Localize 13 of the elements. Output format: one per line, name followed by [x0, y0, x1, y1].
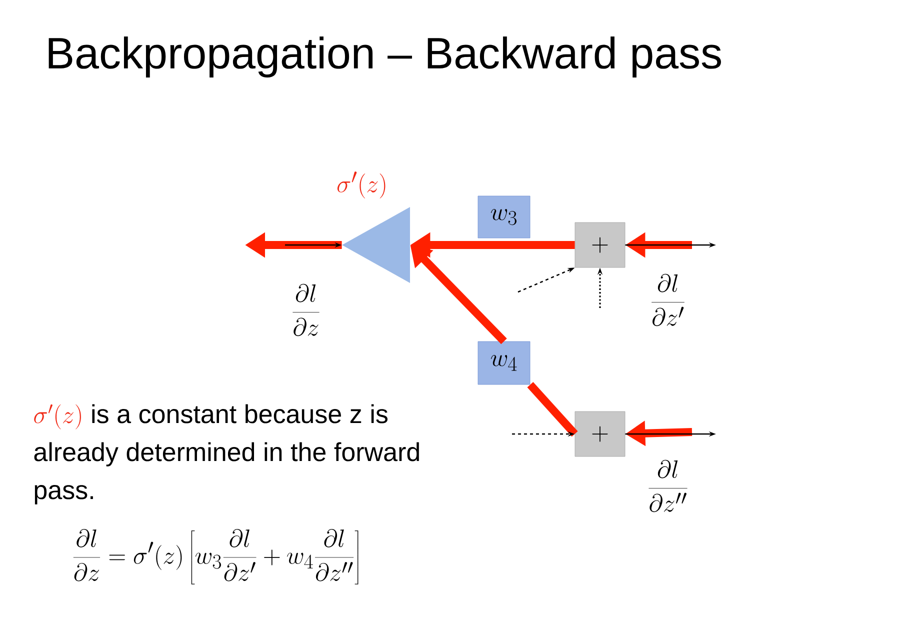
- edge-label: $\frac{\partial l}{\partial z''}$: [648, 460, 688, 512]
- note-text: $\sigma'(z)$ is a constant because z is already determined in the forward pass.: [34, 404, 419, 504]
- connector-line: [527, 382, 578, 437]
- edge-label: $\frac{\partial l}{\partial z'}$: [652, 274, 684, 326]
- weight-box: $w_4$: [478, 341, 530, 385]
- amplifier-triangle: [342, 207, 410, 283]
- sum-box: $+$: [574, 222, 626, 268]
- title: Backpropagation – Backward pass: [48, 36, 721, 78]
- weight-box: $w_3$: [478, 196, 530, 238]
- equation: $\frac{\partial l}{\partial z} = \sigma'(z) \left[ w_3 \frac{\partial l}{\partial z'} + w_4 \frac{\partial l}{\partial z''} \right]$: [73, 529, 358, 584]
- function-label: $\sigma'(z)$: [337, 172, 386, 198]
- edge-label: $\frac{\partial l}{\partial z}$: [292, 284, 320, 336]
- sum-box: $+$: [574, 411, 626, 457]
